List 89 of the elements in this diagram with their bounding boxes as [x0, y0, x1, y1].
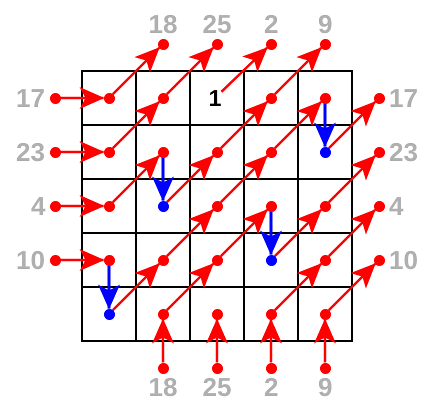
- dot: [158, 92, 168, 104]
- dot: [158, 200, 168, 212]
- number-label: 23: [16, 139, 45, 165]
- arrow: [274, 47, 322, 95]
- arrow: [314, 318, 336, 362]
- dot: [158, 146, 168, 158]
- dot: [212, 308, 222, 320]
- dot: [320, 38, 330, 50]
- arrow: [152, 318, 174, 362]
- dot: [320, 362, 330, 374]
- arrow: [112, 101, 160, 149]
- arrow: [314, 104, 336, 148]
- dot: [158, 254, 168, 266]
- arrow: [220, 155, 268, 203]
- arrow: [328, 263, 376, 311]
- dot: [158, 308, 168, 320]
- number-label: 17: [389, 85, 418, 111]
- dot: [50, 92, 60, 104]
- dot: [158, 38, 168, 50]
- dot: [266, 362, 276, 374]
- number-label: 9: [318, 11, 332, 37]
- dot: [266, 38, 276, 50]
- dot: [374, 146, 384, 158]
- number-label: 9: [318, 374, 332, 400]
- dot: [50, 146, 60, 158]
- arrow: [166, 263, 214, 311]
- number-label: 1: [208, 86, 222, 110]
- dot: [104, 200, 114, 212]
- dot: [266, 200, 276, 212]
- number-label: 18: [148, 11, 178, 37]
- number-label: 2: [264, 11, 278, 37]
- arrow: [274, 209, 322, 257]
- dot: [212, 254, 222, 266]
- dot: [320, 200, 330, 212]
- arrow: [60, 87, 104, 109]
- number-label: 25: [202, 374, 232, 400]
- dot: [374, 200, 384, 212]
- number-label: 25: [202, 11, 232, 37]
- arrow: [260, 212, 282, 256]
- arrow: [220, 101, 268, 149]
- arrow: [220, 209, 268, 257]
- dot: [266, 254, 276, 266]
- arrow: [328, 209, 376, 257]
- arrow: [60, 141, 104, 163]
- dot: [104, 146, 114, 158]
- dot: [320, 308, 330, 320]
- dot: [212, 362, 222, 374]
- arrow: [112, 263, 160, 311]
- dot: [50, 254, 60, 266]
- dot: [158, 362, 168, 374]
- dot: [374, 254, 384, 266]
- number-label: 2: [264, 374, 278, 400]
- arrow: [328, 155, 376, 203]
- dot: [212, 200, 222, 212]
- dot: [212, 146, 222, 158]
- dot: [266, 92, 276, 104]
- number-label: 10: [16, 247, 45, 273]
- dot: [320, 254, 330, 266]
- arrow: [274, 263, 322, 311]
- arrow: [220, 46, 268, 93]
- number-label: 10: [389, 247, 418, 273]
- arrow: [206, 318, 228, 362]
- dot: [374, 92, 384, 104]
- number-label: 4: [389, 193, 404, 219]
- dot: [212, 38, 222, 50]
- arrow: [98, 266, 120, 310]
- arrow: [166, 209, 214, 257]
- arrow: [60, 195, 104, 217]
- number-label: 17: [16, 85, 45, 111]
- dot: [104, 92, 114, 104]
- arrow: [328, 101, 376, 149]
- arrow: [274, 101, 322, 149]
- arrow: [112, 155, 160, 203]
- arrow: [152, 158, 174, 202]
- number-label: 4: [31, 193, 46, 219]
- dot: [320, 146, 330, 158]
- number-label: 23: [389, 139, 418, 165]
- dot: [104, 254, 114, 266]
- dot: [266, 146, 276, 158]
- dot: [104, 308, 114, 320]
- dot: [320, 92, 330, 104]
- arrow: [166, 155, 214, 203]
- arrow: [166, 47, 214, 95]
- number-label: 18: [148, 374, 178, 400]
- arrow: [112, 47, 160, 95]
- arrow: [260, 318, 282, 362]
- arrow: [60, 249, 104, 271]
- dot: [266, 308, 276, 320]
- dot: [50, 200, 60, 212]
